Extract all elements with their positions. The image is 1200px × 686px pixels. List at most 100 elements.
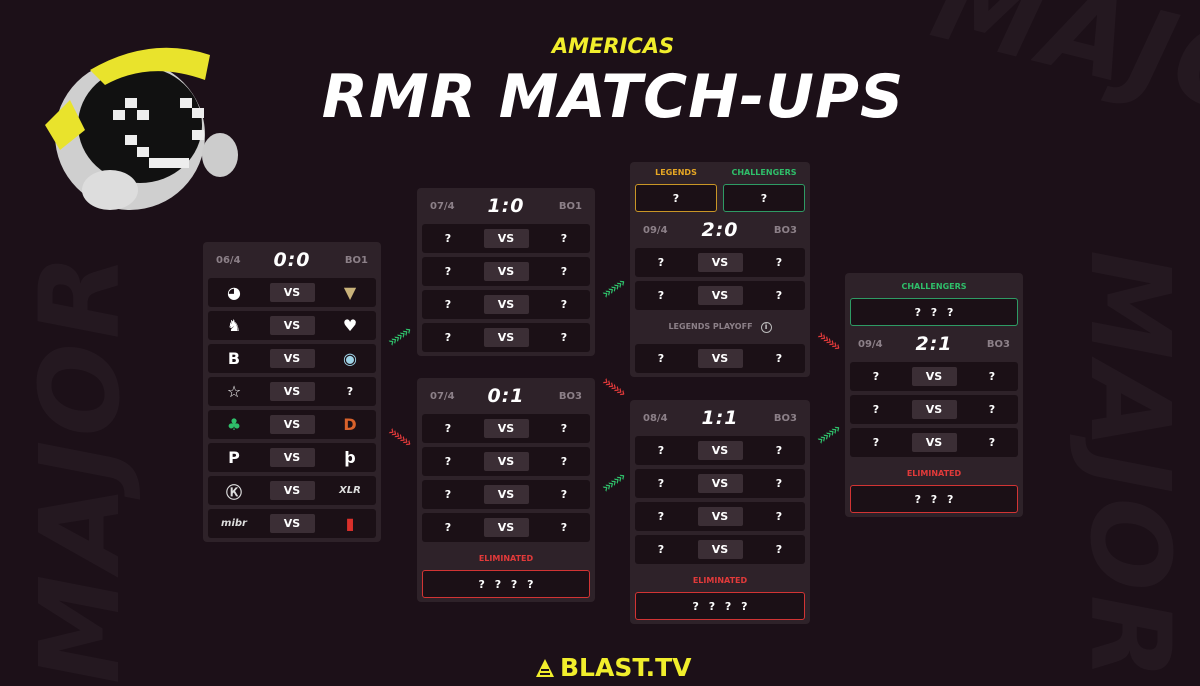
stage-format: BO1 <box>344 254 368 266</box>
vs-badge: VS <box>697 507 743 526</box>
match-row: ? VS? <box>635 502 805 531</box>
team-right: ? <box>346 385 354 398</box>
match-row: ?VS? <box>850 428 1018 457</box>
stage-format: BO3 <box>773 412 797 424</box>
vs-badge: VS <box>697 349 743 368</box>
vs-badge: VS <box>269 448 315 467</box>
stage-date: 09/4 <box>858 338 883 350</box>
team-left: ? <box>657 256 665 269</box>
furia-team-logo: ◕ <box>227 283 241 302</box>
team-left: ? <box>444 331 452 344</box>
drop-arrow-icon: ››››››› <box>383 422 413 450</box>
b-team-logo: B <box>227 349 241 368</box>
stage-record: 0:0 <box>273 249 311 271</box>
green-shield-team-logo: ♣ <box>226 415 242 434</box>
team-left: ? <box>657 289 665 302</box>
team-left: ? <box>444 488 452 501</box>
eliminated-label: ELIMINATED <box>478 554 534 563</box>
drop-arrow-icon: ››››››› <box>812 326 842 354</box>
team-right: ? <box>560 455 568 468</box>
eliminated-label: ELIMINATED <box>692 576 748 585</box>
stage-record: 1:1 <box>701 407 739 429</box>
pain-team-logo: P <box>228 448 240 467</box>
vs-badge: VS <box>483 452 529 471</box>
vs-badge: VS <box>483 419 529 438</box>
vs-badge: VS <box>911 367 957 386</box>
team-right: ? <box>560 488 568 501</box>
brand-name: BLAST.TV <box>560 653 692 682</box>
watermark: MAJOR <box>1066 250 1194 684</box>
match-row: ? VS? <box>422 513 590 542</box>
eliminated-slot: ? ? ? ? <box>422 570 590 598</box>
team-left: ? <box>872 370 880 383</box>
eliminated-slot: ? ? ? ? <box>635 592 805 620</box>
stage-date: 09/4 <box>643 224 668 236</box>
blast-triangle-icon <box>536 658 554 677</box>
team-right: ? <box>560 521 568 534</box>
stage-format: BO1 <box>558 200 582 212</box>
team-left: ? <box>657 543 665 556</box>
team-left: ? <box>657 444 665 457</box>
vs-badge: VS <box>483 518 529 537</box>
advance-arrow-icon: ››››››› <box>812 422 842 450</box>
vs-badge: VS <box>697 253 743 272</box>
watermark: MAJOR <box>16 250 144 684</box>
legends-slot: ? <box>635 184 717 212</box>
broken-heart-team-logo: ♥ <box>342 316 358 335</box>
team-right: ? <box>775 352 783 365</box>
info-icon[interactable]: i <box>760 321 772 333</box>
team-left: ? <box>444 422 452 435</box>
team-right: ? <box>775 256 783 269</box>
team-left: ? <box>444 298 452 311</box>
eye-circle-team-logo: ◉ <box>343 349 357 368</box>
team-right: ? <box>560 298 568 311</box>
stage-header: 06/4 0:0 BO1 <box>208 246 376 274</box>
stage-date: 06/4 <box>216 254 241 266</box>
vs-badge: VS <box>483 295 529 314</box>
vs-badge: VS <box>269 316 315 335</box>
star-team-logo: ☆ <box>226 382 242 401</box>
team-left: ? <box>444 232 452 245</box>
match-row: ? VS? <box>422 480 590 509</box>
legends-label: LEGENDS <box>655 168 697 177</box>
k-circle-team-logo: Ⓚ <box>225 482 242 502</box>
stage-header: 08/4 1:1 BO3 <box>635 404 805 432</box>
match-row: ?VS? <box>635 469 805 498</box>
challengers-label: CHALLENGERS <box>901 282 967 291</box>
v-shield-team-logo: ▼ <box>343 283 357 302</box>
helmet-mascot-illustration <box>45 47 238 210</box>
team-right: ? <box>560 422 568 435</box>
legends-playoff-label: LEGENDS PLAYOFF <box>668 322 753 331</box>
vs-badge: VS <box>269 481 315 500</box>
team-right: ? <box>775 477 783 490</box>
stage-format: BO3 <box>986 338 1010 350</box>
vs-badge: VS <box>697 474 743 493</box>
stage-date: 08/4 <box>643 412 668 424</box>
match-row: ? VS? <box>635 248 805 277</box>
xlr-team-logo: XLR <box>339 485 361 496</box>
team-left: ? <box>872 403 880 416</box>
advance-arrow-icon: ››››››› <box>597 470 627 498</box>
vs-badge: VS <box>697 286 743 305</box>
flamengo-team-logo: ▮ <box>345 514 355 533</box>
vs-badge: VS <box>911 400 957 419</box>
stage-date: 07/4 <box>430 390 455 402</box>
team-left: ? <box>444 521 452 534</box>
match-row: ? VS? <box>850 395 1018 424</box>
stage-record: 1:0 <box>487 195 525 217</box>
eliminated-label: ELIMINATED <box>906 469 962 478</box>
match-row: ?VS? <box>635 344 805 373</box>
vs-badge: VS <box>483 485 529 504</box>
match-row: ?VS? <box>422 257 590 286</box>
team-right: ? <box>988 403 996 416</box>
challengers-label: CHALLENGERS <box>731 168 797 177</box>
team-right: ? <box>775 510 783 523</box>
team-left: ? <box>657 510 665 523</box>
team-left: ? <box>444 455 452 468</box>
